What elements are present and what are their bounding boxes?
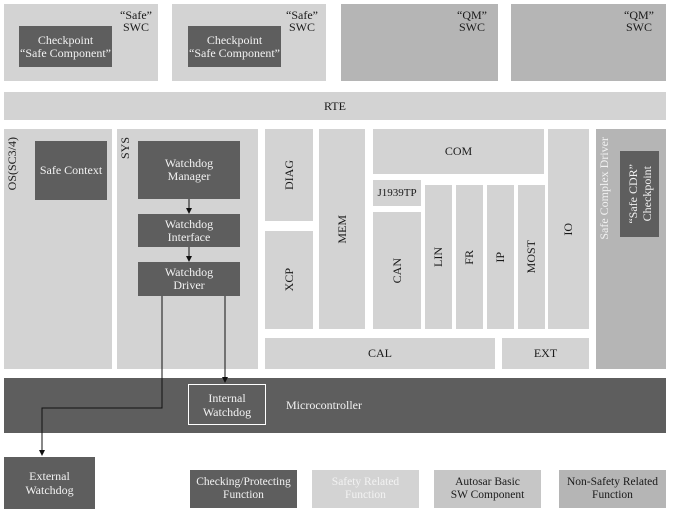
safe-swc-2: “Safe” SWC Checkpoint “Safe Component”	[172, 4, 326, 81]
watchdog-driver-label-1: Watchdog	[164, 265, 214, 279]
safe-swc-2-type: “Safe”	[286, 8, 318, 22]
qm-swc-1-label: SWC	[458, 20, 485, 34]
ip-module: IP	[487, 185, 514, 329]
ip-label: IP	[493, 251, 507, 263]
can-label: CAN	[389, 257, 404, 284]
watchdog-interface-box: Watchdog Interface	[138, 214, 240, 247]
qm-swc-2: “QM” SWC	[511, 4, 666, 81]
safe-complex-driver-label: Safe Complex Driver	[597, 137, 611, 240]
mem-label: MEM	[334, 214, 349, 244]
safe-context-box: Safe Context	[35, 141, 107, 200]
safe-swc-1-type: “Safe”	[120, 8, 152, 22]
safe-swc-1-label: SWC	[122, 20, 149, 34]
qm-swc-2-label: SWC	[625, 20, 652, 34]
legend-safety-related: Safety Related Function	[312, 470, 419, 508]
checkpoint-safe-component-label: “Safe Component”	[20, 45, 111, 60]
legend-checking-protecting: Checking/Protecting Function	[190, 470, 297, 508]
legend-checking-label-1: Checking/Protecting	[196, 476, 291, 488]
os-label: OS(SC3/4)	[4, 137, 19, 191]
diag-module: DIAG	[265, 129, 313, 221]
cal-module: CAL	[265, 338, 495, 369]
rte-layer: RTE	[4, 92, 666, 120]
most-module: MOST	[518, 185, 545, 329]
rte-label: RTE	[324, 98, 346, 113]
legend-checking-label-2: Function	[223, 489, 264, 501]
watchdog-manager-box: Watchdog Manager	[138, 141, 240, 199]
io-module: IO	[548, 129, 589, 329]
cal-label: CAL	[368, 346, 392, 360]
legend-autosar-label-1: Autosar Basic	[455, 476, 520, 488]
safe-swc-1: “Safe” SWC Checkpoint “Safe Component”	[4, 4, 158, 81]
watchdog-interface-label-1: Watchdog	[164, 216, 214, 231]
cdr-label-wrap: Safe Complex Driver	[596, 137, 613, 277]
os-label-wrap: OS(SC3/4)	[4, 137, 20, 227]
qm-swc-1: “QM” SWC	[341, 4, 498, 81]
com-module: COM	[373, 129, 544, 174]
watchdog-manager-label-1: Watchdog	[164, 156, 214, 170]
fr-label: FR	[462, 249, 476, 265]
ext-label: EXT	[533, 346, 558, 360]
sys-label: SYS	[117, 137, 132, 160]
diag-label: DIAG	[281, 160, 296, 190]
can-module: CAN	[373, 212, 421, 329]
lin-module: LIN	[425, 185, 452, 329]
j1939tp-label: J1939TP	[377, 187, 417, 199]
watchdog-driver-box: Watchdog Driver	[138, 262, 240, 296]
checkpoint-safe-component-2: Checkpoint “Safe Component”	[188, 26, 281, 67]
safe-context-label: Safe Context	[39, 163, 103, 177]
ext-module: EXT	[502, 338, 589, 369]
sys-module: SYS Watchdog Manager Watchdog Interface …	[117, 129, 258, 369]
internal-watchdog-label-2: Watchdog	[202, 404, 252, 419]
checkpoint-cdr-label: Checkpoint	[639, 166, 654, 222]
checkpoint-safe-component-label: “Safe Component”	[189, 45, 280, 60]
io-label: IO	[561, 222, 575, 236]
legend-safety-label-1: Safety Related	[331, 476, 400, 488]
checkpoint-label: Checkpoint	[206, 32, 263, 47]
most-label: MOST	[524, 240, 538, 274]
external-watchdog-label-1: External	[29, 469, 70, 483]
checkpoint-label: Checkpoint	[37, 32, 94, 47]
xcp-module: XCP	[265, 231, 313, 329]
legend-nonsafety-label-1: Non-Safety Related	[566, 476, 658, 488]
checkpoint-safe-cdr-box: Checkpoint “Safe CDR”	[620, 151, 659, 237]
legend-autosar-label-2: SW Component	[450, 489, 525, 501]
external-watchdog-label-2: Watchdog	[25, 483, 74, 497]
safe-cdr-label: “Safe CDR”	[625, 164, 640, 224]
microcontroller: Internal Watchdog Microcontroller	[4, 378, 666, 433]
fr-module: FR	[456, 185, 483, 329]
safe-complex-driver: Safe Complex Driver Checkpoint “Safe CDR…	[596, 129, 666, 369]
legend-safety-label-2: Function	[345, 489, 386, 501]
safe-swc-2-label: SWC	[288, 20, 315, 34]
internal-watchdog-box: Internal Watchdog	[188, 384, 266, 425]
watchdog-manager-label-2: Manager	[167, 169, 211, 183]
j1939tp-module: J1939TP	[373, 180, 421, 206]
qm-swc-1-type: “QM”	[457, 8, 487, 22]
microcontroller-label: Microcontroller	[286, 398, 362, 412]
sys-label-wrap: SYS	[117, 137, 133, 177]
os-module: OS(SC3/4) Safe Context	[4, 129, 112, 369]
qm-swc-2-type: “QM”	[624, 8, 654, 22]
legend-nonsafety-label-2: Function	[592, 489, 633, 501]
external-watchdog-box: External Watchdog	[4, 457, 95, 509]
legend-autosar-basic: Autosar Basic SW Component	[434, 470, 541, 508]
watchdog-interface-label-2: Interface	[167, 229, 211, 244]
legend-non-safety-related: Non-Safety Related Function	[559, 470, 666, 508]
watchdog-driver-label-2: Driver	[173, 278, 205, 292]
xcp-label: XCP	[281, 268, 296, 292]
internal-watchdog-label-1: Internal	[208, 390, 246, 405]
com-label: COM	[444, 144, 473, 158]
mem-module: MEM	[319, 129, 365, 329]
lin-label: LIN	[431, 247, 445, 267]
checkpoint-safe-component-1: Checkpoint “Safe Component”	[19, 26, 112, 67]
